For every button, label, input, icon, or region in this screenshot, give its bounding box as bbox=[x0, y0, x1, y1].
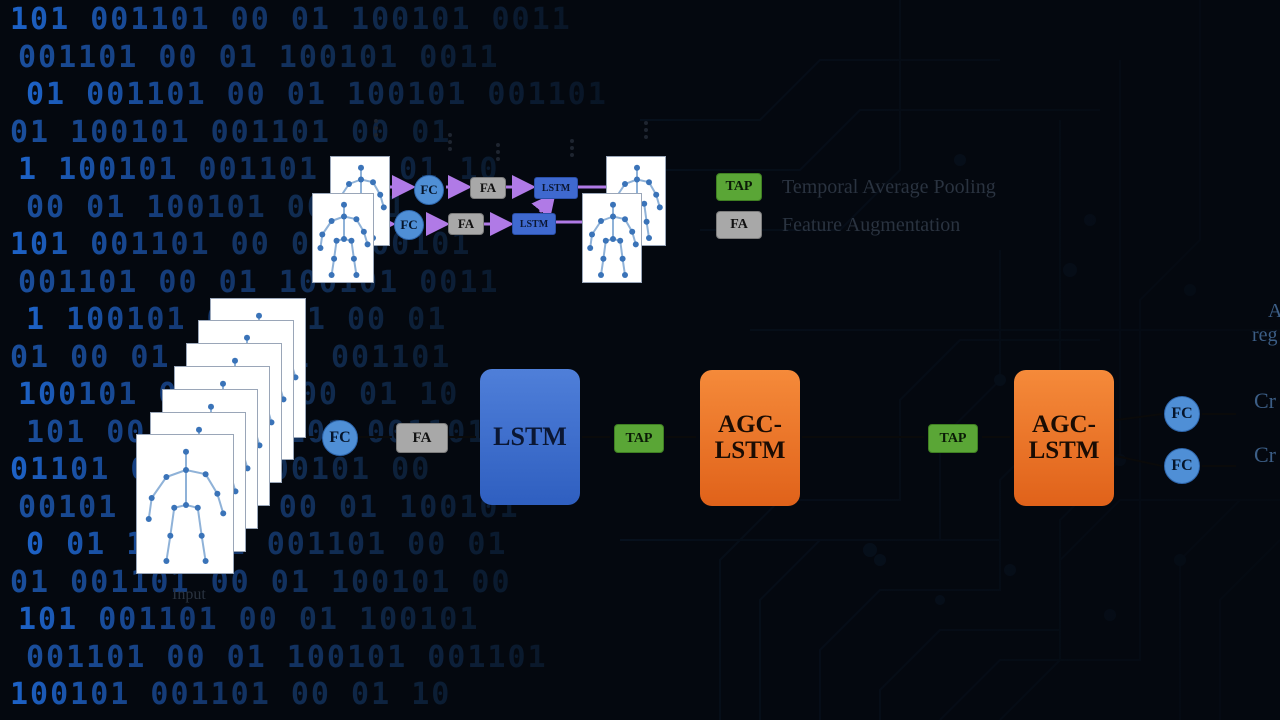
inset-dots-2 bbox=[444, 130, 456, 154]
inset-lstm-box-1: LSTM bbox=[534, 177, 578, 199]
tap-box-1: TAP bbox=[614, 424, 664, 453]
agc-lstm-block-2: AGC- LSTM bbox=[1014, 370, 1114, 506]
inset-fc-node-1: FC bbox=[414, 175, 444, 205]
inset-skeleton-card bbox=[582, 193, 642, 283]
inset-skeleton-card bbox=[312, 193, 374, 283]
inset-dots-4 bbox=[566, 136, 578, 160]
fc-output-node-2: FC bbox=[1164, 448, 1200, 484]
inset-lstm-box-2: LSTM bbox=[512, 213, 556, 235]
legend-fa-box: FA bbox=[716, 211, 762, 239]
right-label-cr-1: Cr bbox=[1254, 388, 1276, 413]
inset-dots-1 bbox=[370, 116, 382, 140]
legend-tap-box: TAP bbox=[716, 173, 762, 201]
right-label-a: A bbox=[1268, 300, 1280, 322]
pipeline-arrows bbox=[282, 413, 1236, 467]
inset-dots-3 bbox=[492, 140, 504, 164]
inset-fa-box-2: FA bbox=[448, 213, 484, 235]
lstm-block: LSTM bbox=[480, 369, 580, 505]
tap-box-2: TAP bbox=[928, 424, 978, 453]
inset-fc-node-2: FC bbox=[394, 210, 424, 240]
inset-fa-box-1: FA bbox=[470, 177, 506, 199]
right-label-reg: reg bbox=[1252, 324, 1278, 346]
right-label-cr-2: Cr bbox=[1254, 442, 1276, 467]
legend-tap-description: Temporal Average Pooling bbox=[782, 176, 996, 198]
fa-box: FA bbox=[396, 423, 448, 453]
agc-lstm-block-1: AGC- LSTM bbox=[700, 370, 800, 506]
fc-node: FC bbox=[322, 420, 358, 456]
legend-fa-description: Feature Augmentation bbox=[782, 214, 961, 236]
input-caption: Input bbox=[172, 586, 206, 603]
fc-output-node-1: FC bbox=[1164, 396, 1200, 432]
input-skeleton-card bbox=[136, 434, 234, 574]
inset-dots-5 bbox=[640, 118, 652, 142]
